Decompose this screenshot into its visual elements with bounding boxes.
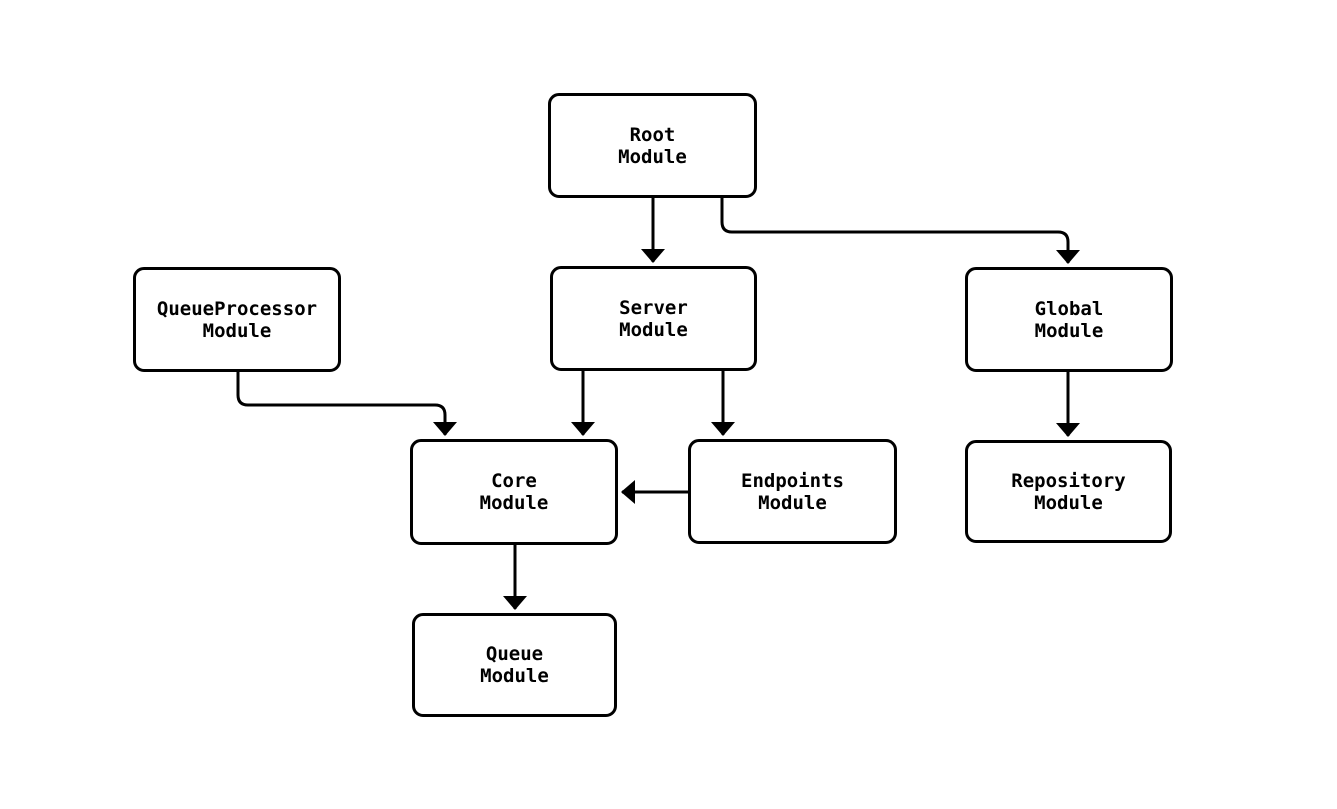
node-endpoints-module-label: Endpoints Module <box>741 469 844 514</box>
node-endpoints-module: Endpoints Module <box>688 439 897 544</box>
node-server-module: Server Module <box>550 266 757 371</box>
node-queue-module-label: Queue Module <box>480 643 549 687</box>
node-queueprocessor-module: QueueProcessor Module <box>133 267 341 372</box>
node-root-module-label: Root Module <box>618 123 687 168</box>
edge-root-to-global <box>720 198 1080 264</box>
node-queueprocessor-module-label: QueueProcessor Module <box>156 297 318 342</box>
node-server-module-label: Server Module <box>619 296 688 341</box>
node-global-module: Global Module <box>965 267 1173 372</box>
node-repository-module-label: Repository Module <box>1011 469 1126 514</box>
edge-queueprocessor-to-core <box>236 372 457 436</box>
node-queue-module: Queue Module <box>412 613 617 717</box>
node-repository-module: Repository Module <box>965 440 1172 543</box>
node-core-module: Core Module <box>410 439 618 545</box>
node-global-module-label: Global Module <box>1034 297 1104 342</box>
node-root-module: Root Module <box>548 93 757 198</box>
node-core-module-label: Core Module <box>479 470 549 514</box>
